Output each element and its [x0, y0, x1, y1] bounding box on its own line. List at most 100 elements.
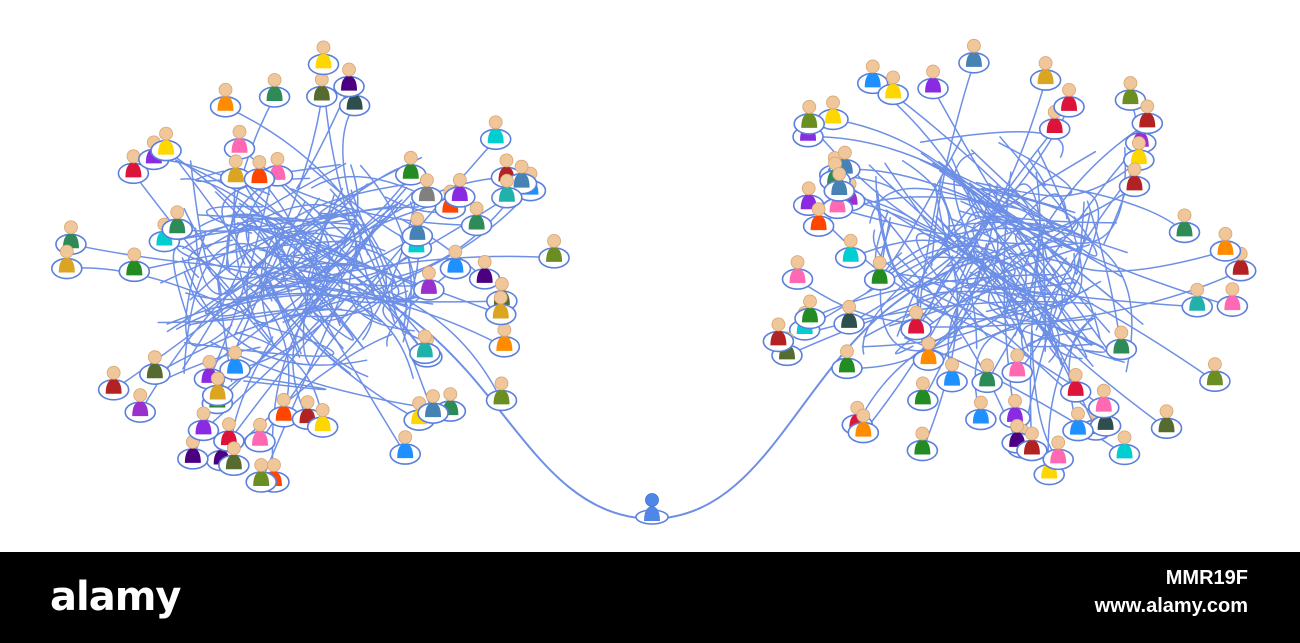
- connection-line: [863, 312, 912, 338]
- person-figure: [117, 149, 150, 185]
- person-figure: [161, 205, 194, 241]
- connection-line: [954, 79, 1047, 275]
- person-figure: [97, 365, 130, 401]
- person-figure: [245, 458, 277, 493]
- person-figure: [124, 388, 157, 423]
- connection-line: [202, 317, 323, 432]
- person-figure: [1029, 56, 1062, 91]
- connection-line: [928, 269, 1242, 328]
- person-figure: [306, 72, 338, 108]
- connection-line: [871, 82, 1023, 336]
- connection-line: [190, 308, 382, 326]
- connection-line: [970, 249, 1216, 382]
- connection-line: [233, 177, 246, 265]
- connection-line: [214, 191, 354, 341]
- connection-line: [263, 255, 555, 291]
- person-figure: [219, 345, 251, 381]
- person-figure: [817, 95, 849, 131]
- connection-line: [921, 262, 959, 452]
- person-figure: [1062, 406, 1094, 442]
- alamy-logo: alamy: [50, 574, 181, 620]
- person-figure: [1059, 367, 1092, 403]
- person-figure: [831, 344, 863, 380]
- connection-line: [172, 245, 277, 349]
- connection-line: [154, 308, 343, 375]
- connection-line: [999, 136, 1046, 187]
- connection-line: [163, 205, 396, 243]
- connection-line: [273, 164, 359, 258]
- connection-line: [985, 302, 1029, 314]
- connection-line: [224, 106, 397, 285]
- person-figure: [1114, 76, 1147, 111]
- network-illustration: [50, 38, 1257, 525]
- person-figure: [244, 417, 276, 453]
- connection-line: [304, 187, 418, 322]
- person-figure: [802, 202, 835, 237]
- person-figure: [1016, 426, 1048, 462]
- connection-line: [808, 123, 936, 231]
- person-figure: [306, 403, 339, 438]
- connection-line: [832, 118, 1009, 233]
- person-figure: [1042, 435, 1075, 471]
- connection-line: [938, 181, 1079, 247]
- connection-line: [187, 239, 233, 279]
- connection-line: [899, 273, 1198, 308]
- connection-line: [803, 224, 1003, 331]
- person-figure: [1224, 246, 1257, 282]
- person-figure: [958, 38, 990, 74]
- person-figure: [409, 329, 441, 365]
- person-figure: [1001, 348, 1034, 384]
- person-figure: [460, 201, 493, 237]
- connection-line: [986, 257, 1068, 384]
- person-figure: [538, 233, 570, 269]
- person-figure: [936, 357, 968, 393]
- person-figure: [781, 255, 814, 290]
- person-figure: [201, 371, 234, 407]
- connection-line: [809, 273, 1056, 320]
- person-figure: [1199, 357, 1231, 393]
- connection-line: [932, 87, 1052, 285]
- person-figure: [484, 290, 517, 326]
- person-figure: [1216, 282, 1249, 317]
- person-figure: [900, 305, 932, 341]
- connection-line: [243, 182, 406, 455]
- person-figure: [485, 376, 518, 412]
- person-figure: [218, 441, 250, 477]
- connection-line: [972, 219, 1128, 347]
- person-figure: [1209, 227, 1242, 262]
- connection-line: [160, 230, 307, 294]
- connection-line: [651, 254, 1001, 520]
- person-figure: [187, 406, 220, 442]
- person-figure: [912, 336, 945, 371]
- connection-line: [233, 95, 323, 336]
- person-figure: [488, 322, 521, 358]
- person-figure: [833, 299, 865, 335]
- connection-line: [302, 245, 428, 358]
- connection-line: [884, 162, 960, 253]
- connection-line: [1003, 122, 1149, 320]
- person-figure: [863, 255, 896, 291]
- connection-line: [1026, 327, 1096, 348]
- connection-line: [877, 137, 963, 276]
- person-figure: [1150, 404, 1183, 440]
- person-figure: [1105, 325, 1138, 361]
- connection-line: [181, 257, 368, 366]
- crowd: [50, 38, 1257, 525]
- person-figure: [1108, 430, 1141, 466]
- person-figure: [150, 126, 182, 162]
- illustration: [50, 38, 1257, 525]
- connection-line: [929, 281, 1107, 353]
- connection-line: [930, 62, 975, 267]
- person-figure: [243, 155, 276, 190]
- person-figure: [219, 154, 252, 190]
- connection-line: [945, 185, 1136, 268]
- person-figure: [505, 159, 538, 195]
- connection-line: [311, 175, 428, 198]
- connection-line: [302, 189, 532, 312]
- person-figure: [413, 266, 445, 301]
- person-figure: [139, 350, 171, 385]
- connection-line: [953, 152, 1024, 339]
- connection-line: [996, 201, 1118, 224]
- connection-line: [848, 255, 954, 325]
- person-figure: [267, 392, 300, 428]
